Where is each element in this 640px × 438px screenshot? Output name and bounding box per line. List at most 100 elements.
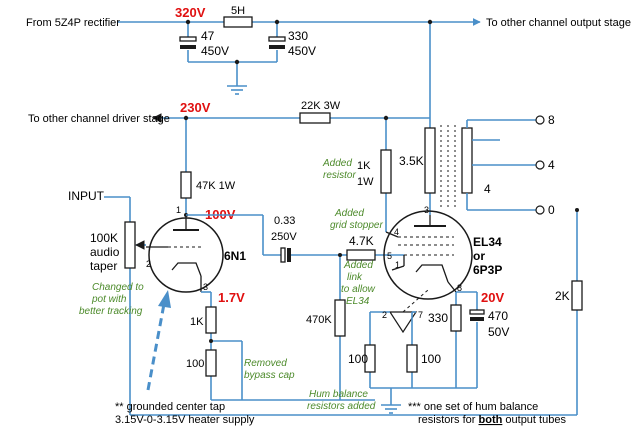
label-pot-100k: 100K — [90, 231, 118, 245]
label-pot-audio: audio — [90, 245, 120, 259]
label-1k: 1K — [357, 160, 371, 172]
note-hum-set-2-b: both — [479, 414, 503, 426]
label-22k: 22K 3W — [301, 100, 341, 112]
label-50v: 50V — [488, 325, 509, 339]
note-hum-set-2-c: output tubes — [502, 414, 566, 426]
capacitor-47uf — [179, 36, 197, 49]
note-hum-set-2-a: resistors for — [418, 414, 479, 426]
label-input: INPUT — [68, 189, 105, 203]
resistor-100-hum-1 — [364, 344, 376, 373]
capacitor-470uf — [469, 309, 485, 321]
note-link-3: to allow — [341, 284, 376, 295]
resistor-4-7k — [346, 249, 376, 261]
resistor-1k-screen — [380, 149, 392, 194]
note-removed-1: Removed — [244, 358, 287, 369]
resistor-470k — [334, 299, 346, 337]
pin-6n1-3: 3 — [203, 282, 208, 292]
output-cathode-network — [412, 210, 578, 415]
resistor-2k-feedback — [571, 280, 583, 311]
label-c330: 330 — [288, 29, 308, 43]
pin-heater-7: 7 — [418, 310, 423, 320]
note-heater-supply: 3.15V-0-3.15V heater supply — [115, 414, 255, 426]
label-or: or — [473, 249, 485, 263]
tube-el34 — [383, 210, 473, 300]
note-link-2: link — [347, 272, 363, 283]
volume-pot[interactable] — [124, 221, 136, 269]
note-hum-set-1-text: *** one set of hum balance — [408, 401, 538, 413]
note-grid-stopper-1: Added — [334, 208, 364, 219]
note-grid-stopper-2: grid stopper — [330, 220, 383, 231]
pin-heater-2: 2 — [382, 310, 387, 320]
label-c47-volt: 450V — [201, 44, 229, 58]
note-hum-1: Hum balance — [309, 389, 368, 400]
note-link-1: Added — [343, 260, 373, 271]
label-c330-volt: 450V — [288, 44, 316, 58]
label-470: 470 — [488, 309, 508, 323]
label-6n1: 6N1 — [224, 249, 246, 263]
label-47k-1w: 47K 1W — [196, 180, 236, 192]
label-100-cathode: 100 — [186, 358, 204, 370]
bplus-rail — [118, 18, 481, 128]
pin-el34-4: 4 — [394, 227, 399, 237]
heater-hum-balance — [369, 289, 429, 414]
label-0-33: 0.33 — [274, 215, 295, 227]
label-from-rectifier: From 5Z4P rectifier — [26, 17, 120, 29]
speaker-terminals — [535, 115, 545, 215]
resistor-47k-1w — [180, 171, 192, 199]
label-secondary-4: 4 — [484, 182, 491, 196]
capacitor-330uf — [268, 36, 286, 49]
label-to-other-driver: To other channel driver stage — [28, 113, 170, 125]
output-transformer — [424, 119, 536, 211]
label-1k-cathode: 1K — [190, 316, 204, 328]
label-choke: 5H — [231, 5, 245, 17]
label-100-hum-2: 100 — [421, 352, 441, 366]
label-c47: 47 — [201, 29, 215, 43]
tube-6n1 — [146, 215, 224, 293]
capacitor-0-33uf — [280, 247, 291, 263]
label-2k: 2K — [555, 289, 570, 303]
label-pot-taper: taper — [90, 259, 117, 273]
label-470k: 470K — [306, 314, 332, 326]
label-to-other-output: To other channel output stage — [486, 17, 631, 29]
note-changed-1: Changed to — [92, 282, 144, 293]
label-1w: 1W — [357, 176, 374, 188]
pin-el34-1: 1 — [395, 260, 400, 270]
note-changed-3: better tracking — [79, 306, 143, 317]
label-6p3p: 6P3P — [473, 263, 502, 277]
note-hum-2: resistors added — [307, 401, 376, 412]
voltage-20v: 20V — [481, 290, 504, 305]
pin-el34-3: 3 — [424, 205, 429, 215]
note-changed-2: pot with — [91, 294, 127, 305]
note-hum-set-1: *** one set of hum balance — [408, 401, 538, 413]
note-link-4: EL34 — [346, 296, 370, 307]
voltage-1-7v: 1.7V — [218, 290, 245, 305]
note-grounded-ct: ** grounded center tap — [115, 401, 225, 413]
note-hum-set-2: resistors for both output tubes — [418, 414, 566, 426]
choke-5h — [223, 16, 253, 28]
heater-arrow — [146, 303, 166, 391]
pin-6n1-2: 2 — [146, 259, 151, 269]
driver-cathode-network — [201, 291, 375, 401]
label-tap-4: 4 — [548, 158, 555, 172]
voltage-230v: 230V — [180, 100, 211, 115]
label-el34: EL34 — [473, 235, 502, 249]
pin-el34-5: 5 — [387, 251, 392, 261]
note-removed-2: bypass cap — [244, 370, 295, 381]
label-3-5k: 3.5K — [399, 154, 424, 168]
pin-6n1-1: 1 — [176, 205, 181, 215]
resistor-1k-cathode — [205, 306, 217, 334]
label-4-7k: 4.7K — [349, 234, 374, 248]
resistor-100-hum-2 — [406, 344, 418, 373]
resistor-22k — [299, 112, 331, 124]
input-network — [104, 196, 577, 416]
label-100-hum-1: 100 — [348, 352, 368, 366]
resistor-100-cathode — [205, 349, 217, 377]
voltage-320v: 320V — [175, 5, 206, 20]
coupling-network — [186, 214, 404, 400]
label-250v: 250V — [271, 231, 297, 243]
label-330: 330 — [428, 311, 448, 325]
heater-arrow-head — [158, 290, 171, 308]
note-added-resistor-2: resistor — [323, 170, 356, 181]
